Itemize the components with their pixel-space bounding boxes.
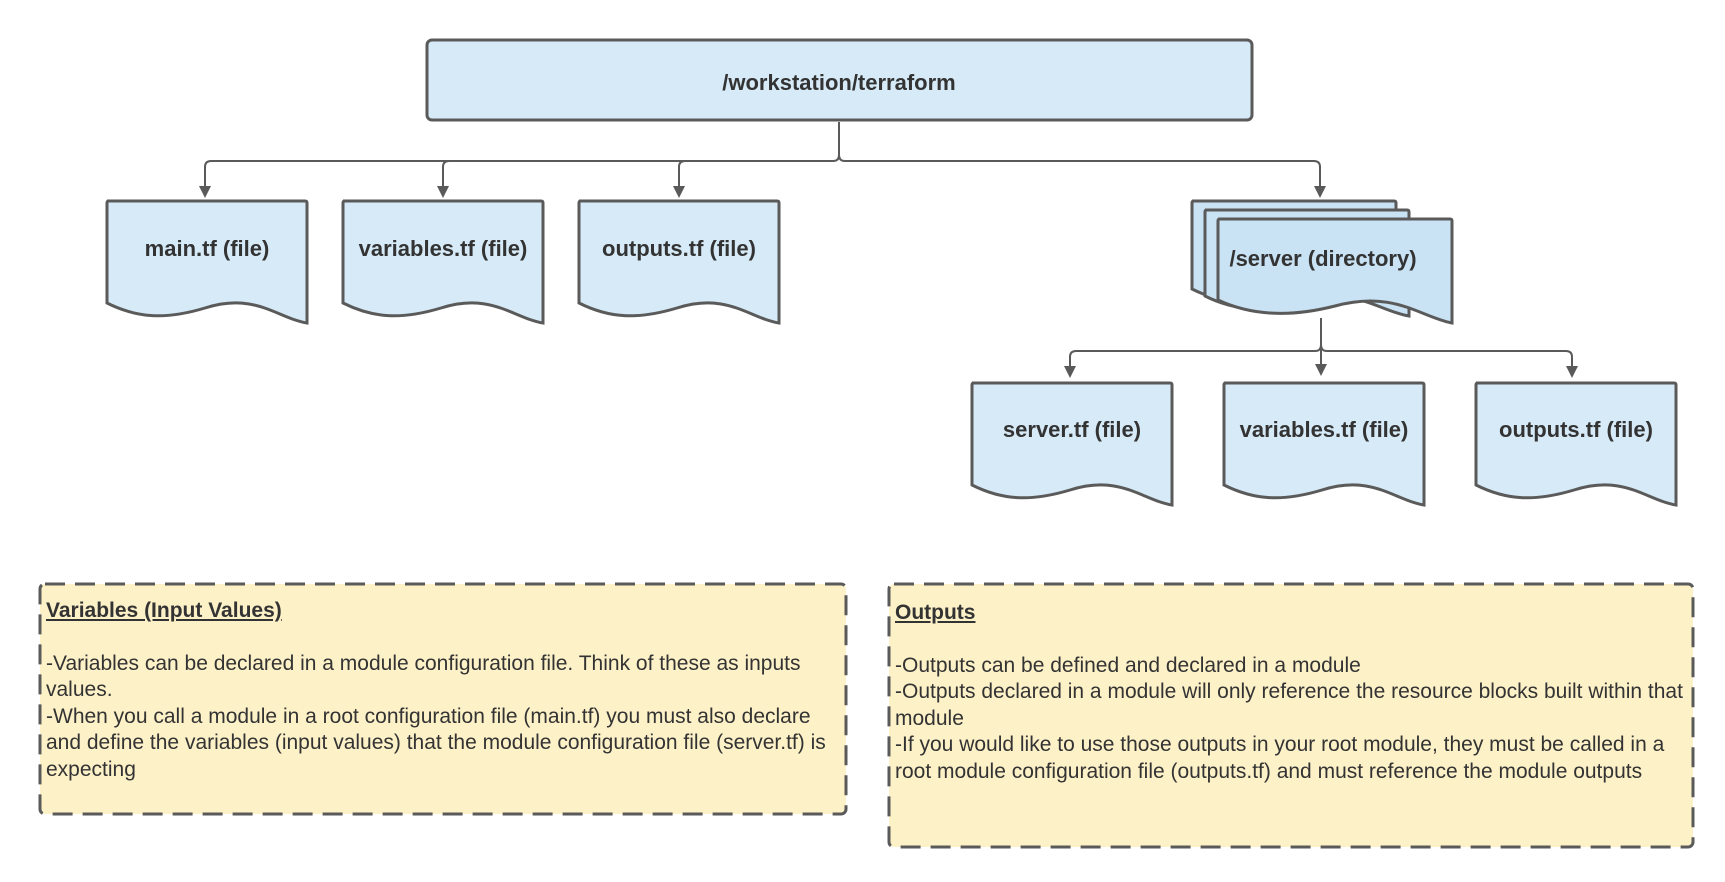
node-server-directory: /server (directory) [1190, 199, 1454, 325]
note-outputs: Outputs -Outputs can be defined and decl… [889, 600, 1693, 785]
node-variables-tf: variables.tf (file) [341, 199, 545, 325]
node-server-tf-label: server.tf (file) [1003, 417, 1141, 442]
root-node-label: /workstation/terraform [722, 70, 956, 95]
connector-root-trunk [199, 122, 840, 198]
node-server-tf: server.tf (file) [970, 381, 1174, 507]
note-variables-box [38, 582, 848, 816]
node-server-variables-tf: variables.tf (file) [1222, 381, 1426, 507]
node-server-variables-tf-label: variables.tf (file) [1240, 417, 1409, 442]
connector-root-variables [437, 160, 450, 198]
server-connectors [1064, 318, 1578, 378]
node-server-outputs-tf-label: outputs.tf (file) [1499, 417, 1653, 442]
note-variables: Variables (Input Values) -Variables can … [40, 598, 846, 783]
root-node-workstation-terraform: /workstation/terraform [425, 38, 1254, 122]
connector-root-outputs [673, 160, 686, 198]
node-server-outputs-tf: outputs.tf (file) [1474, 381, 1678, 507]
node-outputs-tf: outputs.tf (file) [577, 199, 781, 325]
note-outputs-title: Outputs [895, 601, 976, 624]
note-variables-line: -When you call a module in a root config… [46, 704, 826, 781]
connector-root-server [838, 154, 1326, 198]
node-server-directory-label: /server (directory) [1229, 246, 1416, 271]
root-connectors [199, 122, 1326, 198]
note-outputs-line: -Outputs can be defined and declared in … [895, 653, 1361, 677]
note-variables-title: Variables (Input Values) [46, 599, 282, 622]
connector-server-outputs [1320, 344, 1578, 378]
note-outputs-line: -If you would like to use those outputs … [895, 733, 1665, 783]
note-outputs-line: -Outputs declared in a module will only … [895, 680, 1683, 730]
node-outputs-tf-label: outputs.tf (file) [602, 236, 756, 261]
note-variables-line: -Variables can be declared in a module c… [46, 651, 801, 702]
node-main-tf: main.tf (file) [105, 199, 309, 325]
node-variables-tf-label: variables.tf (file) [359, 236, 528, 261]
connector-server-servertf [1064, 344, 1322, 378]
note-outputs-box [887, 582, 1695, 849]
node-main-tf-label: main.tf (file) [145, 236, 270, 261]
